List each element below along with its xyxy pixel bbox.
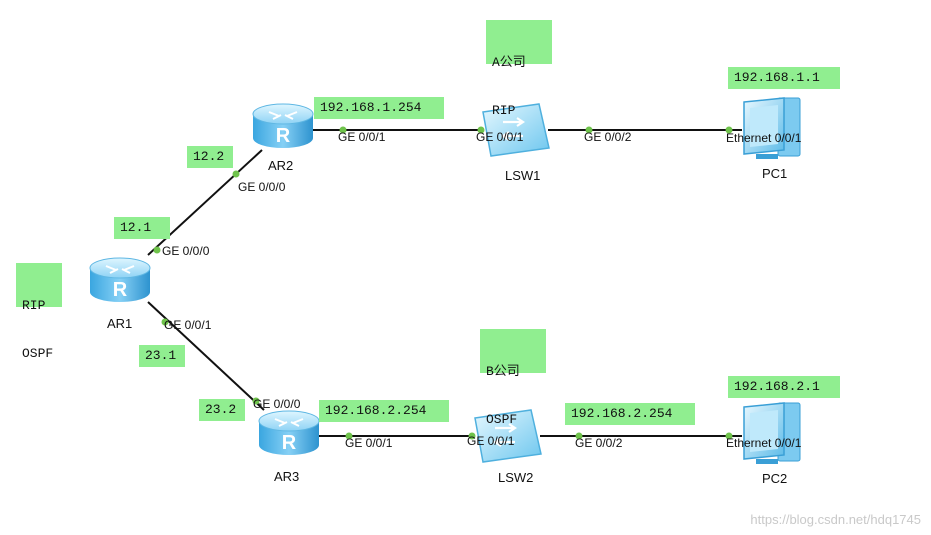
note-company-a-line2: RIP bbox=[492, 103, 516, 118]
device-name-pc1: PC1 bbox=[762, 166, 788, 181]
ip-label-ar2-ge000: 12.2 bbox=[187, 146, 233, 168]
ip-label-ar3-ge001: 192.168.2.254 bbox=[319, 400, 449, 422]
port-label-lsw1-ge001: GE 0/0/1 bbox=[476, 130, 524, 144]
pc-icon-pc1[interactable] bbox=[743, 97, 801, 159]
ip-label-ar1-ge000: 12.1 bbox=[114, 217, 170, 239]
note-ar1-protocols: RIP OSPF bbox=[16, 263, 62, 361]
device-name-ar2: AR2 bbox=[268, 158, 294, 173]
ip-label-ar3-ge000: 23.2 bbox=[199, 399, 245, 421]
svg-text:R: R bbox=[113, 279, 128, 301]
port-label-ar2-ge001: GE 0/0/1 bbox=[338, 130, 386, 144]
port-label-ar1-ge000: GE 0/0/0 bbox=[162, 244, 210, 258]
port-label-lsw1-ge002: GE 0/0/2 bbox=[584, 130, 632, 144]
svg-text:R: R bbox=[282, 432, 297, 454]
switch-icon-lsw1[interactable] bbox=[482, 103, 550, 157]
router-icon-ar3[interactable]: R bbox=[258, 410, 320, 455]
svg-text:R: R bbox=[276, 125, 291, 147]
port-label-lsw2-ge002: GE 0/0/2 bbox=[575, 436, 623, 450]
device-name-pc2: PC2 bbox=[762, 471, 788, 486]
port-dot-lsw2-ge001 bbox=[468, 432, 476, 440]
switch-icon-lsw2[interactable] bbox=[474, 409, 542, 463]
port-dots bbox=[153, 126, 733, 440]
watermark: https://blog.csdn.net/hdq1745 bbox=[750, 512, 921, 527]
note-company-b-line1: B公司 bbox=[486, 364, 520, 379]
device-name-ar1: AR1 bbox=[107, 316, 133, 331]
port-dot-ar1-ge001 bbox=[161, 318, 169, 326]
ip-label-ar1-ge001: 23.1 bbox=[139, 345, 185, 367]
ip-label-pc2: 192.168.2.1 bbox=[728, 376, 840, 398]
ip-label-lsw2-ge002: 192.168.2.254 bbox=[565, 403, 695, 425]
note-ar1-protocols-line1: RIP bbox=[22, 298, 46, 313]
port-label-pc2-eth: Ethernet 0/0/1 bbox=[726, 436, 802, 450]
port-label-ar3-ge000: GE 0/0/0 bbox=[253, 397, 301, 411]
note-ar1-protocols-line2: OSPF bbox=[22, 346, 54, 361]
device-name-lsw2: LSW2 bbox=[498, 470, 534, 485]
port-dot-pc1-eth bbox=[725, 126, 733, 134]
note-company-a-line1: A公司 bbox=[492, 55, 526, 70]
port-dot-lsw2-ge002 bbox=[575, 432, 583, 440]
note-company-b: B公司 OSPF bbox=[480, 329, 546, 427]
port-dot-ar1-ge000 bbox=[153, 246, 161, 254]
ip-label-pc1: 192.168.1.1 bbox=[728, 67, 840, 89]
router-icon-ar1[interactable]: R bbox=[89, 257, 151, 302]
port-dot-ar3-ge000 bbox=[252, 397, 260, 405]
port-label-ar2-ge000: GE 0/0/0 bbox=[238, 180, 286, 194]
device-name-ar3: AR3 bbox=[274, 469, 300, 484]
note-company-a: A公司 RIP bbox=[486, 20, 552, 118]
note-company-b-line2: OSPF bbox=[486, 412, 518, 427]
port-label-ar3-ge001: GE 0/0/1 bbox=[345, 436, 393, 450]
ip-label-ar2-ge001: 192.168.1.254 bbox=[314, 97, 444, 119]
port-label-lsw2-ge001: GE 0/0/1 bbox=[467, 434, 515, 448]
port-dot-lsw1-ge002 bbox=[585, 126, 593, 134]
port-dot-pc2-eth bbox=[725, 432, 733, 440]
port-dot-ar2-ge001 bbox=[339, 126, 347, 134]
port-label-ar1-ge001: GE 0/0/1 bbox=[164, 318, 212, 332]
device-name-lsw1: LSW1 bbox=[505, 168, 541, 183]
port-label-pc1-eth: Ethernet 0/0/1 bbox=[726, 131, 802, 145]
pc-icon-pc2[interactable] bbox=[743, 402, 801, 464]
port-dot-ar3-ge001 bbox=[345, 432, 353, 440]
port-dot-ar2-ge000 bbox=[232, 170, 240, 178]
router-icon-ar2[interactable]: R bbox=[252, 103, 314, 148]
port-dot-lsw1-ge001 bbox=[477, 126, 485, 134]
